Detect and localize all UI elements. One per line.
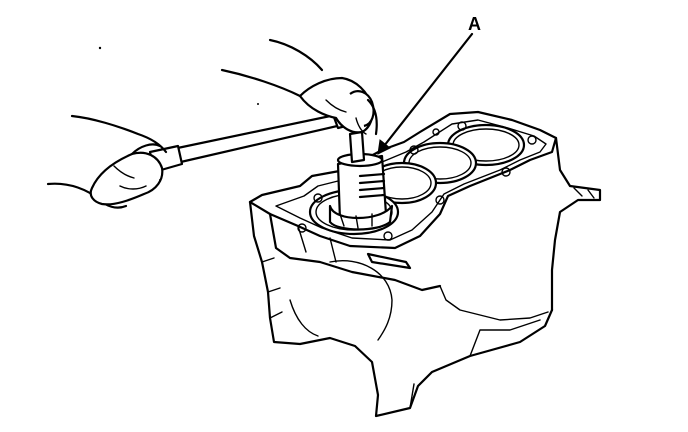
right-hand bbox=[220, 38, 378, 136]
speck-marks bbox=[98, 46, 259, 181]
callout-a: A bbox=[377, 14, 481, 155]
engine-block bbox=[248, 110, 602, 418]
left-hand bbox=[46, 114, 168, 209]
hammer bbox=[148, 106, 356, 174]
piston-installer-tool bbox=[328, 130, 394, 231]
callout-label: A bbox=[468, 14, 481, 34]
bolt-holes bbox=[297, 121, 537, 241]
